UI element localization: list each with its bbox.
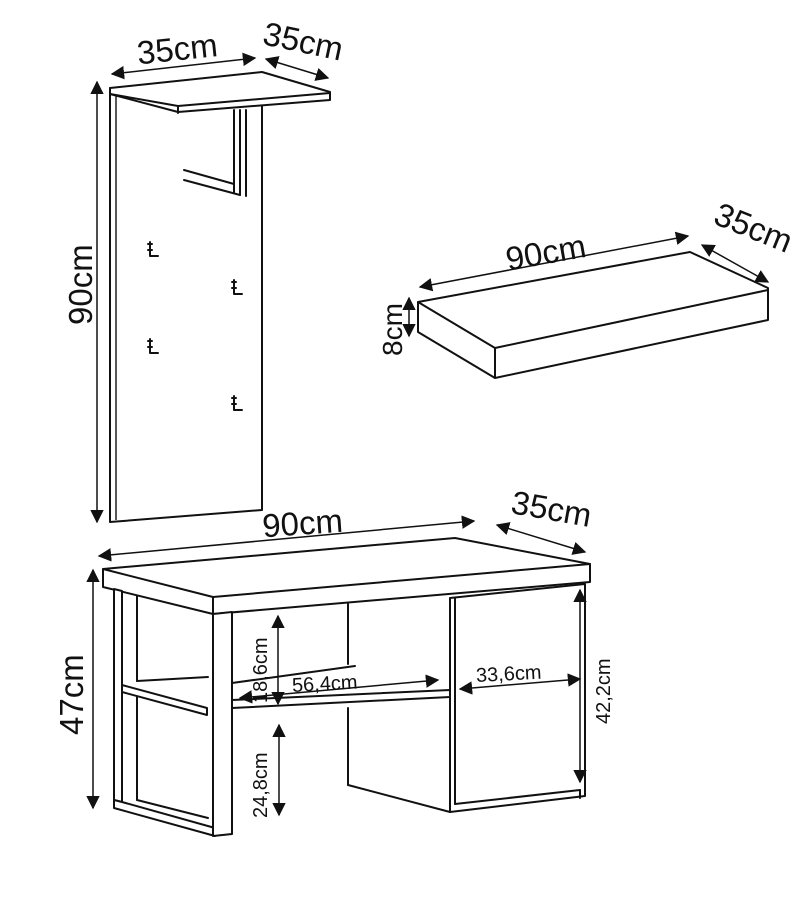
wall-shelf-body (417, 251, 769, 379)
bench-width-label: 90cm (261, 502, 344, 545)
coat-rack: 35cm 35cm 90cm (62, 15, 347, 524)
open-shelf-width-label: 56,4cm (291, 672, 358, 697)
dimension-arrow (238, 674, 440, 704)
coat-hook (231, 395, 243, 411)
lower-clearance-height-label: 24,8cm (250, 752, 272, 818)
wall-shelf-depth-label: 35cm (709, 195, 798, 260)
wall-shelf-width-label: 90cm (503, 227, 589, 277)
dimension-arrow (264, 56, 330, 81)
coat-rack-top-depth-label: 35cm (260, 15, 347, 68)
bench-cabinet (449, 583, 586, 813)
dimension-arrow (700, 244, 770, 283)
cabinet-height-label: 42,2cm (593, 658, 615, 724)
wall-shelf: 90cm 35cm 8cm (377, 195, 798, 379)
coat-hook (147, 241, 159, 257)
dimension-arrow (418, 231, 690, 292)
dimension-arrow (495, 522, 587, 555)
bench: 90cm 35cm 47cm 18,6cm 56,4cm 33,6cm 42,2… (53, 483, 615, 837)
bench-left-frame (113, 588, 233, 837)
dimension-arrow (458, 673, 582, 695)
bench-depth-label: 35cm (509, 483, 595, 533)
dimension-arrow (110, 52, 257, 80)
wall-shelf-thickness-label: 8cm (377, 303, 408, 356)
dimension-arrow (97, 515, 476, 562)
coat-rack-height-label: 90cm (62, 244, 99, 325)
hanger-rail (183, 109, 247, 197)
upper-compartment-height-label: 18,6cm (250, 637, 272, 703)
coat-hook (147, 338, 159, 354)
bench-height-label: 47cm (53, 654, 90, 735)
coat-rack-top-width-label: 35cm (135, 26, 219, 71)
cabinet-width-label: 33,6cm (475, 662, 542, 687)
coat-hook (231, 279, 243, 295)
